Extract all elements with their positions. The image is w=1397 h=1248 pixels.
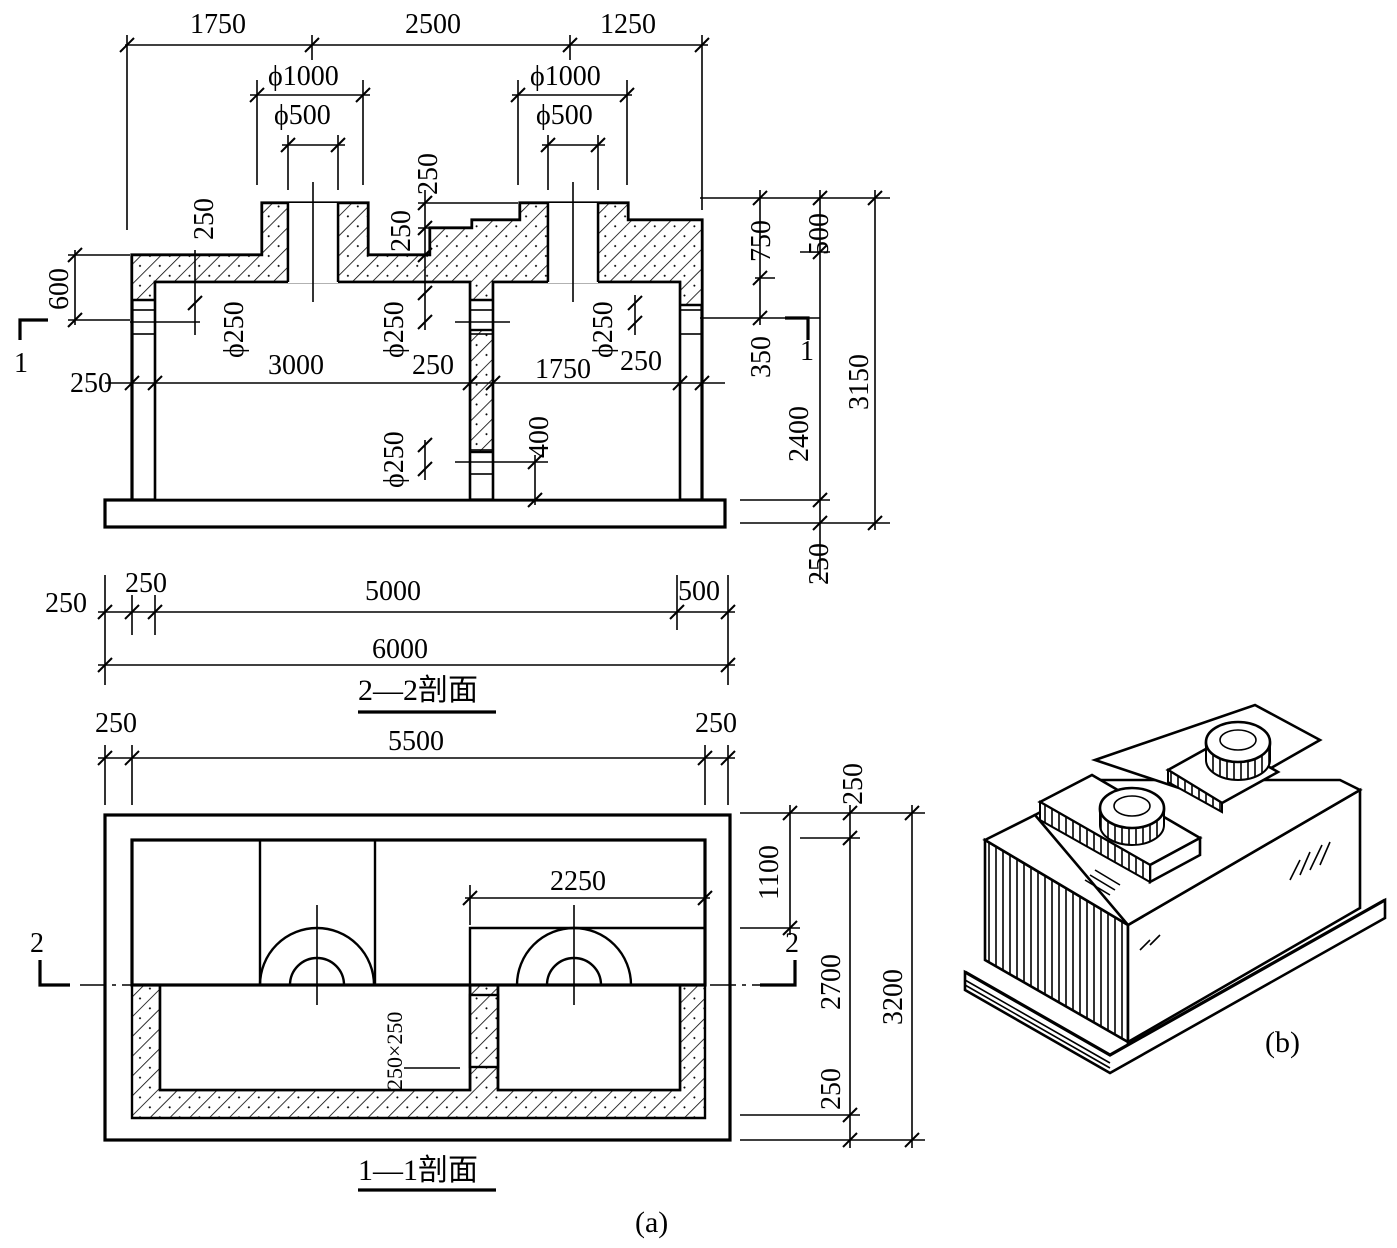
plan-dim-5500: 5500 xyxy=(388,726,444,757)
dim-250-partition: 250 xyxy=(412,350,454,381)
caption-a: (a) xyxy=(635,1206,668,1239)
dim-top-2500: 2500 xyxy=(405,9,461,40)
section-2-2: 1750 2500 1250 ϕ1000 ϕ500 ϕ1000 ϕ500 xyxy=(14,9,890,714)
chamber-right xyxy=(491,280,682,502)
plan-dim-2250: 2250 xyxy=(550,866,606,897)
caption-b: (b) xyxy=(1265,1026,1300,1059)
dim-350: 350 xyxy=(746,336,777,378)
section-2-2-title: 2—2剖面 xyxy=(358,674,478,707)
plan-dim-2700: 2700 xyxy=(816,954,847,1010)
dim-250-left-wall: 250 xyxy=(70,368,112,399)
dim-3000: 3000 xyxy=(268,350,324,381)
dim-phi250-1: ϕ250 xyxy=(219,301,250,358)
dim-phi500-right: ϕ500 xyxy=(536,100,593,131)
partition-wall xyxy=(468,328,495,454)
section-1-1: 250 5500 250 2 2 2250 xyxy=(30,708,925,1192)
dim-phi250-3: ϕ250 xyxy=(588,301,619,358)
dim-2400: 2400 xyxy=(784,406,815,462)
plan-outer-slab xyxy=(103,813,732,1142)
plan-dim-3200: 3200 xyxy=(878,969,909,1025)
dim-400: 400 xyxy=(524,416,555,458)
isometric-view: (b) xyxy=(963,703,1387,1075)
cut-label-left: 1 xyxy=(14,348,28,379)
dim-750: 750 xyxy=(746,220,777,262)
dim-phi1000-left: ϕ1000 xyxy=(268,61,339,92)
dim-250-a: 250 xyxy=(413,153,444,195)
dim-500: 500 xyxy=(804,213,835,255)
cut-label-right: 1 xyxy=(800,336,814,367)
dim-phi250-4: ϕ250 xyxy=(379,431,410,488)
plan-dim-250-top: 250 xyxy=(838,763,869,805)
dim-250-roof: 250 xyxy=(189,198,220,240)
dim-bottom-250-a: 250 xyxy=(45,588,87,619)
plan-cut-label-left: 2 xyxy=(30,928,44,959)
plan-opening-250x250: 250×250 xyxy=(382,1012,407,1090)
dim-top-1750: 1750 xyxy=(190,9,246,40)
dim-bottom-250-b: 250 xyxy=(125,568,167,599)
dim-600: 600 xyxy=(44,268,75,310)
dim-5000: 5000 xyxy=(365,576,421,607)
dim-250-right-wall: 250 xyxy=(620,346,662,377)
dim-phi1000-right: ϕ1000 xyxy=(530,61,601,92)
dim-top-1250: 1250 xyxy=(600,9,656,40)
dim-1750: 1750 xyxy=(535,354,591,385)
dim-250-b: 250 xyxy=(386,210,417,252)
dim-phi500-left: ϕ500 xyxy=(274,100,331,131)
plan-dim-250-left: 250 xyxy=(95,708,137,739)
dim-6000: 6000 xyxy=(372,634,428,665)
dim-phi250-2: ϕ250 xyxy=(379,301,410,358)
plan-dim-250-right: 250 xyxy=(695,708,737,739)
dim-250-base: 250 xyxy=(804,543,835,585)
base-slab xyxy=(103,498,727,529)
plan-dim-250-bottom: 250 xyxy=(816,1068,847,1110)
plan-cut-label-right: 2 xyxy=(785,928,799,959)
dim-3150: 3150 xyxy=(844,354,875,410)
section-1-1-title: 1—1剖面 xyxy=(358,1154,478,1187)
dim-bottom-500: 500 xyxy=(678,576,720,607)
chamber-left xyxy=(153,280,472,502)
plan-dim-1100: 1100 xyxy=(754,845,785,900)
